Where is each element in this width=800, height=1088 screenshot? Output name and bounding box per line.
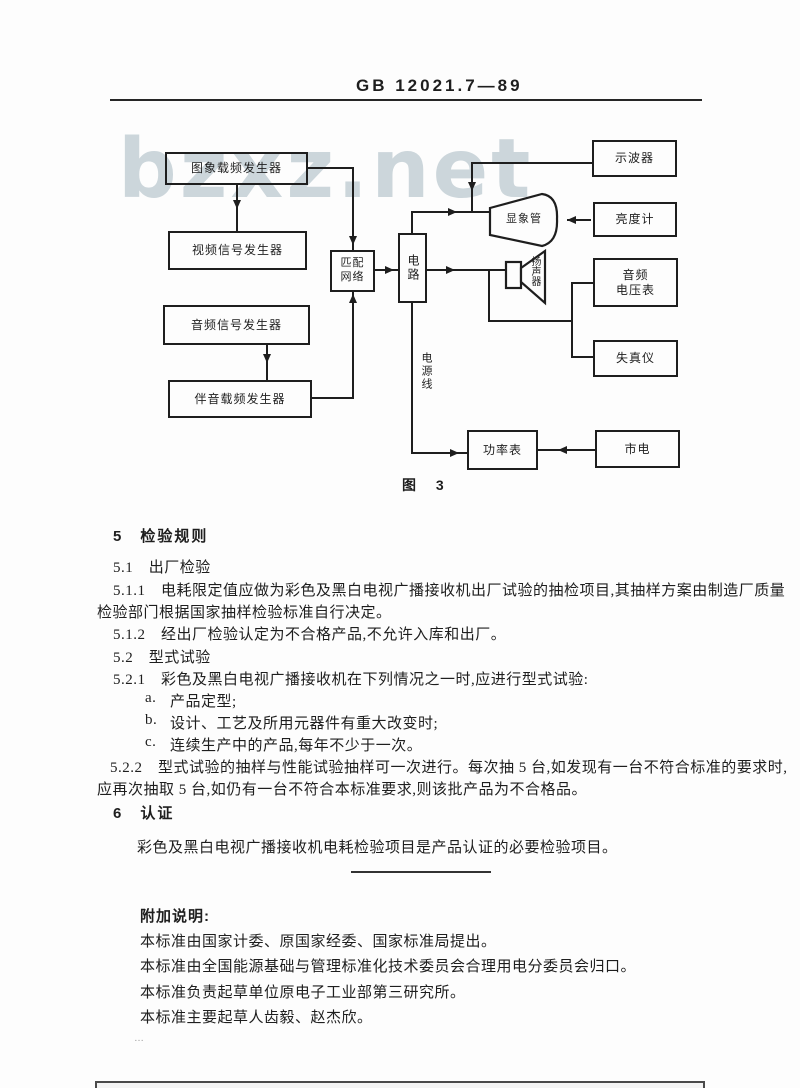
- arrowhead-right: [385, 266, 394, 274]
- box-label: 功率表: [482, 442, 522, 457]
- connector-line: [308, 167, 354, 169]
- connector-line: [488, 269, 490, 322]
- section-5-1-2: 5.1.2 经出厂检验认定为不合格产品,不允许入库和出厂。: [113, 627, 507, 643]
- section-5-2-1: 5.2.1 彩色及黑白电视广播接收机在下列情况之一时,应进行型式试验:: [113, 672, 589, 688]
- section-5-2: 5.2 型式试验: [113, 650, 211, 666]
- speaker-shape: [504, 248, 547, 306]
- picture-tube-label: 显象管: [506, 213, 542, 225]
- power-cord-line: [411, 303, 413, 454]
- arrowhead-down: [349, 236, 357, 245]
- box-circuit-under-test: 电路: [398, 233, 427, 303]
- connector-line: [411, 211, 473, 213]
- connector-line: [488, 320, 573, 322]
- list-item-b-label: b.: [145, 712, 158, 728]
- arrowhead-up: [349, 294, 357, 303]
- arrowhead-down: [263, 354, 271, 363]
- box-audio-voltmeter: 音频 电压表: [593, 258, 678, 307]
- section-divider: [351, 871, 491, 873]
- section-5-1: 5.1 出厂检验: [113, 560, 211, 576]
- arrowhead-right: [450, 449, 459, 457]
- connector-line: [471, 211, 490, 213]
- list-item-c-label: c.: [145, 734, 157, 750]
- header-rule: [110, 99, 702, 101]
- note-line: 本标准由全国能源基础与管理标准化技术委员会合理用电分委员会归口。: [140, 959, 637, 975]
- box-label: 电路: [406, 254, 420, 282]
- list-item-a: 产品定型;: [170, 694, 237, 710]
- box-label: 亮度计: [615, 212, 655, 226]
- arrowhead-down: [233, 200, 241, 209]
- box-label: 音频信号发生器: [190, 317, 282, 332]
- section-5-1-1-line2: 检验部门根据国家抽样检验标准自行决定。: [97, 605, 392, 621]
- box-label: 伴音载频发生器: [194, 391, 286, 406]
- box-luminance-meter: 亮度计: [593, 202, 677, 237]
- box-audio-signal-generator: 音频信号发生器: [163, 305, 310, 345]
- note-line: 本标准由国家计委、原国家经委、国家标准局提出。: [140, 934, 497, 950]
- section-5-title: 5 检验规则: [113, 528, 209, 545]
- section-5-2-2-line2: 应再次抽取 5 台,如仍有一台不符合本标准要求,则该批产品为不合格品。: [97, 782, 588, 798]
- box-label: 匹配网络: [340, 257, 365, 283]
- connector-line: [312, 397, 354, 399]
- connector-line: [411, 211, 413, 233]
- connector-line: [352, 292, 354, 399]
- note-line: 本标准负责起草单位原电子工业部第三研究所。: [140, 985, 466, 1001]
- list-item-b: 设计、工艺及所用元器件有重大改变时;: [170, 716, 439, 732]
- box-mains: 市电: [595, 430, 680, 468]
- list-item-c: 连续生产中的产品,每年不少于一次。: [170, 738, 423, 754]
- box-oscilloscope: 示波器: [592, 140, 677, 177]
- picture-tube-shape: [488, 192, 559, 248]
- box-label: 示波器: [614, 151, 654, 165]
- box-label-line2: 电压表: [615, 282, 655, 297]
- arrowhead-right: [448, 208, 457, 216]
- box-label: 失真仪: [615, 351, 655, 365]
- arrowhead-left: [558, 446, 567, 454]
- notes-title: 附加说明:: [140, 908, 210, 925]
- section-6-body: 彩色及黑白电视广播接收机电耗检验项目是产品认证的必要检验项目。: [137, 840, 618, 856]
- speaker-label: 扬声器: [529, 256, 540, 286]
- power-cord-label: 电源线: [420, 352, 432, 391]
- box-sound-carrier-generator: 伴音载频发生器: [168, 380, 312, 418]
- stray-scan-mark: …: [134, 1033, 145, 1044]
- box-label: 市电: [624, 441, 651, 456]
- watermark: bzxz.net: [118, 122, 534, 217]
- box-label-line1: 音频: [622, 267, 649, 282]
- connector-line: [571, 282, 593, 284]
- arrowhead-left: [567, 216, 576, 224]
- arrowhead-down: [468, 182, 476, 191]
- box-label: 视频信号发生器: [191, 243, 283, 257]
- list-item-a-label: a.: [145, 690, 157, 706]
- connector-line: [352, 167, 354, 250]
- connector-line: [411, 452, 467, 454]
- standard-number: GB 12021.7—89: [356, 76, 523, 95]
- arrowhead-right: [446, 266, 455, 274]
- connector-line: [471, 162, 592, 164]
- next-page-box-edge: [95, 1081, 705, 1088]
- box-label: 图象载频发生器: [190, 161, 282, 175]
- box-video-signal-generator: 视频信号发生器: [168, 231, 307, 270]
- connector-line: [571, 282, 573, 358]
- section-5-2-2-line1: 5.2.2 型式试验的抽样与性能试验抽样可一次进行。每次抽 5 台,如发现有一台…: [110, 760, 788, 776]
- box-power-meter: 功率表: [467, 430, 538, 470]
- note-line: 本标准主要起草人齿毅、赵杰欣。: [140, 1010, 373, 1026]
- section-6-title: 6 认证: [113, 805, 175, 822]
- box-picture-carrier-generator: 图象载频发生器: [165, 152, 308, 185]
- luminance-arrow-line: [567, 219, 591, 221]
- connector-line: [427, 269, 507, 271]
- box-distortion-meter: 失真仪: [593, 340, 678, 377]
- figure-caption: 图 3: [402, 477, 452, 493]
- box-matching-network: 匹配网络: [330, 250, 375, 292]
- section-5-1-1-line1: 5.1.1 电耗限定值应做为彩色及黑白电视广播接收机出厂试验的抽检项目,其抽样方…: [113, 583, 786, 599]
- connector-line: [571, 356, 593, 358]
